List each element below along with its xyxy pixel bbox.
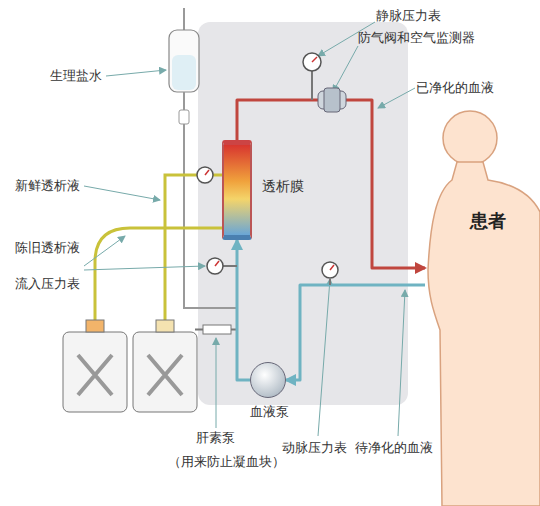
fresh-dialysate-line (165, 175, 222, 322)
gauge-needle (312, 57, 317, 62)
heparin-syringe (203, 325, 231, 334)
leader-line (84, 266, 205, 270)
inflow-gauge (207, 258, 237, 274)
callout-label: 陈旧透析液 (15, 240, 80, 256)
blood-line (237, 240, 250, 380)
air-detector (318, 88, 346, 112)
leader-line (378, 88, 415, 108)
gauge-needle (205, 170, 209, 175)
callout-label: 防气阀和空气监测器 (358, 30, 475, 46)
node-label: 透析膜 (262, 178, 304, 196)
leader-line (84, 186, 160, 200)
callout-label: 新鲜透析液 (15, 178, 80, 194)
drip-chamber (179, 110, 189, 124)
leader-line (84, 236, 125, 266)
leader-line (216, 338, 217, 428)
leader-line (106, 70, 166, 76)
gauge-stem (223, 265, 237, 267)
gauge-dial (207, 258, 223, 274)
node-label: 患者 (470, 209, 506, 233)
gauge-stem (329, 279, 331, 285)
blood-pump: 血液泵 (250, 362, 286, 398)
jug-cap (156, 320, 174, 332)
dialyzer: 透析膜 (222, 140, 252, 240)
fresh-jug (133, 332, 197, 412)
blood-line (237, 100, 425, 268)
callout-label: 生理盐水 (50, 68, 102, 84)
jug-mark (148, 355, 182, 395)
callout-label: 肝素泵 (196, 430, 235, 446)
gauge-dial (197, 167, 213, 183)
jug-cap (86, 320, 104, 332)
venous-gauge (303, 53, 321, 100)
leader-line (333, 46, 358, 92)
patient-head (443, 111, 497, 165)
callout-label: 静脉压力表 (376, 8, 441, 24)
machine-panel (198, 22, 408, 405)
callout-label: 已净化的血液 (416, 80, 494, 96)
node-label: 血液泵 (250, 403, 289, 421)
used-dialysate-line (95, 228, 222, 322)
leader-line (398, 290, 405, 436)
blood-line (286, 285, 425, 380)
spacer (135, 175, 155, 176)
gauge-dial (303, 53, 321, 71)
callout-label: 待净化的血液 (355, 440, 433, 456)
jug-mark (78, 355, 112, 395)
used-jug (63, 332, 127, 412)
callout-label: 流入压力表 (15, 276, 80, 292)
patient-body (428, 162, 540, 506)
saline-bag (169, 30, 199, 92)
arterial-gauge (322, 262, 338, 285)
saline-fluid (172, 55, 196, 90)
callout-label: （用来防止凝血块） (168, 454, 285, 470)
gauge-dial (322, 262, 338, 278)
dialysate-gauge (197, 167, 213, 183)
iv-pole (183, 8, 185, 30)
gauge-needle (215, 261, 219, 266)
patient: 患者 (425, 182, 530, 300)
leader-line (318, 279, 330, 436)
air-detector-core (324, 88, 340, 112)
syringe-plunger (195, 329, 237, 331)
gauge-needle (330, 265, 334, 270)
gauge-stem (311, 71, 313, 100)
callout-label: 动脉压力表 (282, 440, 347, 456)
